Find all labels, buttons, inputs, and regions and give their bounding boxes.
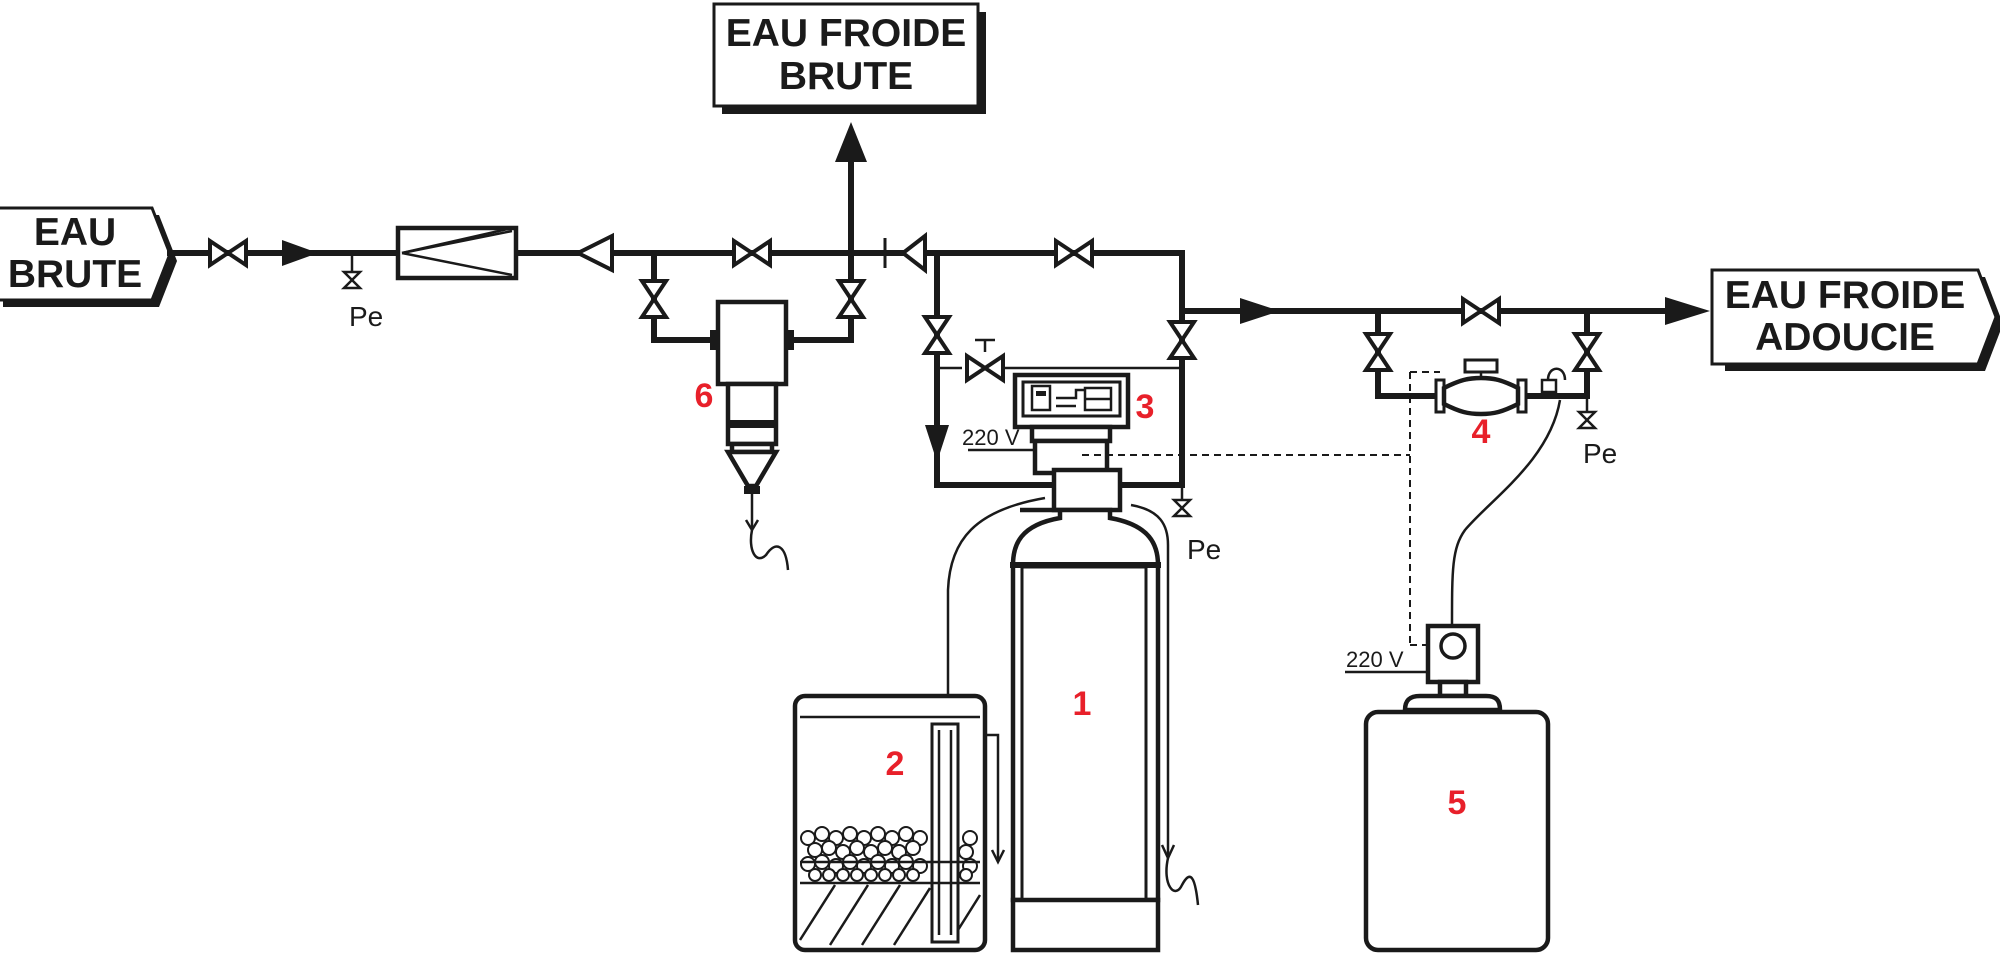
- filter-bypass-valve-icon: [732, 239, 772, 267]
- raw-outlet-label-line1: EAU FROIDE: [726, 12, 967, 55]
- softened-outlet-label-line2: ADOUCIE: [1755, 316, 1935, 359]
- pe-label-1: Pe: [349, 301, 383, 332]
- softened-outlet-label: EAU FROIDE ADOUCIE: [1710, 268, 2000, 371]
- flow-arrow-icon: [1240, 298, 1280, 324]
- raw-cold-water-outlet: EAU FROIDE BRUTE: [712, 2, 986, 256]
- pe-label-3: Pe: [1583, 438, 1617, 469]
- hatch-bottom: [798, 884, 982, 946]
- electrical-signal-lines: [1082, 371, 1440, 646]
- voltage-label-1: 220 V: [962, 425, 1020, 450]
- inlet-label-line1: EAU: [34, 211, 116, 254]
- filter-unit: [710, 299, 794, 571]
- raw-outlet-label-line2: BRUTE: [779, 55, 913, 98]
- up-arrow-icon: [835, 122, 867, 162]
- number-6: 6: [695, 377, 714, 415]
- check-valve-icon: [573, 232, 614, 274]
- brine-tank: 2: [792, 496, 1046, 953]
- softener-bypass-valve-icon: [1054, 239, 1094, 267]
- softener-tank: 1: [1010, 467, 1200, 953]
- meter-bypass-valve-icon: [1461, 297, 1501, 325]
- softener-outlet-valve-icon: [1168, 320, 1196, 360]
- drain-valve-icon: [342, 270, 362, 290]
- meter-inlet-valve-icon: [1364, 332, 1392, 372]
- down-arrow-icon: [925, 425, 949, 462]
- voltage-label-2: 220 V: [1346, 647, 1404, 672]
- number-5: 5: [1448, 784, 1467, 822]
- filter-inlet-valve-icon: [640, 279, 668, 319]
- control-valve-head: 220 V 3: [962, 372, 1155, 476]
- inlet-label: EAU BRUTE: [0, 206, 177, 307]
- inlet-valve-icon: [208, 239, 248, 267]
- meter-outlet-valve-icon: [1573, 332, 1601, 372]
- inlet-pipe: Pe: [167, 225, 940, 332]
- softened-outlet-label-line1: EAU FROIDE: [1725, 274, 1966, 317]
- number-2: 2: [886, 745, 905, 783]
- drain-valve-icon: [1172, 498, 1192, 518]
- dosing-tank: [1363, 709, 1551, 953]
- sampling-valve-icon: [965, 354, 1005, 382]
- number-1: 1: [1073, 685, 1092, 723]
- inlet-label-line2: BRUTE: [8, 253, 142, 296]
- softener-check-valve-icon: [899, 231, 927, 275]
- number-4: 4: [1472, 413, 1491, 451]
- softened-water-line: Pe: [1179, 297, 1710, 469]
- pressure-regulator: [395, 225, 519, 281]
- number-3: 3: [1136, 388, 1155, 426]
- salt-pebbles: [800, 826, 978, 882]
- softener-inlet-valve-icon: [923, 315, 951, 355]
- drain-valve-icon: [1577, 410, 1597, 430]
- flow-arrow-icon: [1665, 297, 1710, 325]
- flow-arrow-icon: [282, 240, 318, 266]
- dosing-unit: 220 V 5: [1345, 399, 1562, 953]
- filter-branch: 6: [640, 250, 865, 571]
- pe-label-2: Pe: [1187, 534, 1221, 565]
- water-meter: 4: [1434, 358, 1567, 451]
- filter-outlet-valve-icon: [837, 279, 865, 319]
